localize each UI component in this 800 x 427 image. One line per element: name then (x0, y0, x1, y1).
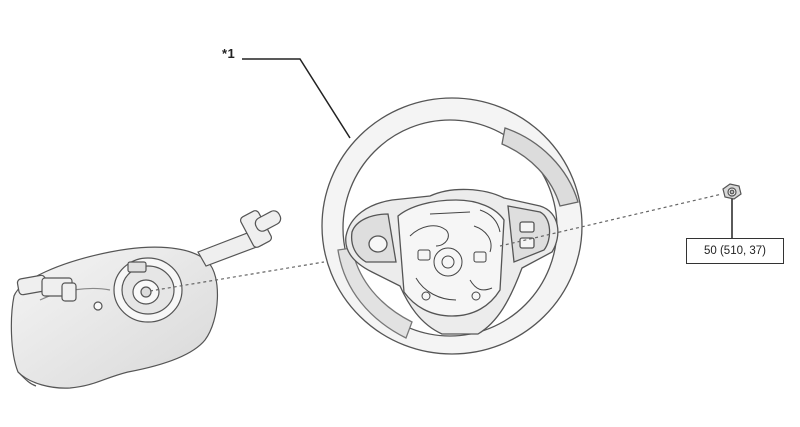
assembly-axis-line (149, 193, 723, 292)
torque-spec-box: 50 (510, 37) (686, 238, 784, 264)
combination-switch-assembly (10, 210, 282, 389)
left-stalk (16, 274, 77, 302)
switch-housing (10, 246, 218, 389)
steering-wheel (321, 97, 583, 355)
wheel-hub (397, 199, 505, 317)
right-stalk (197, 210, 282, 267)
callout-label-1: *1 (222, 46, 236, 61)
leader-lines (242, 58, 733, 238)
steering-wheel-nut (722, 183, 742, 200)
torque-spec-value: 50 (510, 37) (703, 245, 766, 257)
callout-leader-1 (242, 58, 351, 139)
